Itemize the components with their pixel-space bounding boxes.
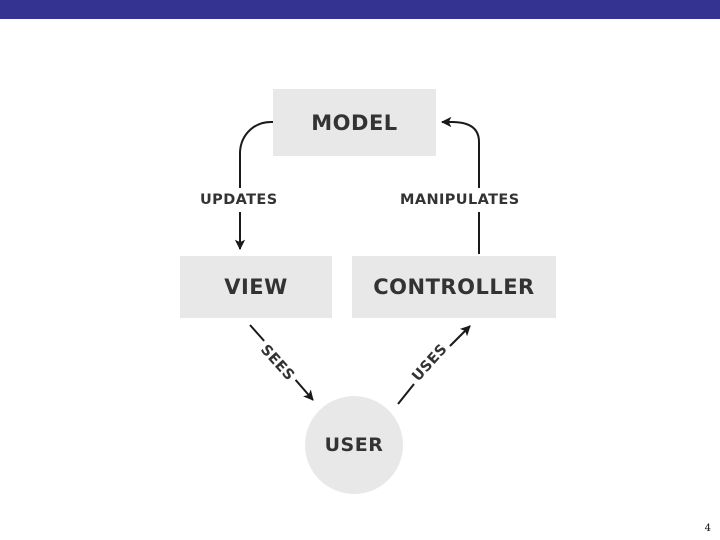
slide-top-band bbox=[0, 0, 720, 19]
node-user[interactable]: USER bbox=[305, 396, 403, 494]
edge-model-to-view-upper bbox=[239, 120, 274, 188]
page-number: 4 bbox=[704, 523, 711, 534]
node-controller-label: CONTROLLER bbox=[373, 275, 535, 299]
edge-label-updates: UPDATES bbox=[197, 192, 281, 208]
edge-label-manipulates: MANIPULATES bbox=[397, 192, 523, 208]
edge-user-to-controller-lower bbox=[397, 383, 415, 405]
node-model-label: MODEL bbox=[311, 110, 398, 135]
node-model[interactable]: MODEL bbox=[273, 89, 436, 156]
node-user-label: USER bbox=[324, 434, 384, 456]
edge-controller-to-model-upper bbox=[440, 116, 480, 188]
node-view[interactable]: VIEW bbox=[180, 256, 332, 318]
node-view-label: VIEW bbox=[224, 275, 288, 299]
node-controller[interactable]: CONTROLLER bbox=[352, 256, 556, 318]
